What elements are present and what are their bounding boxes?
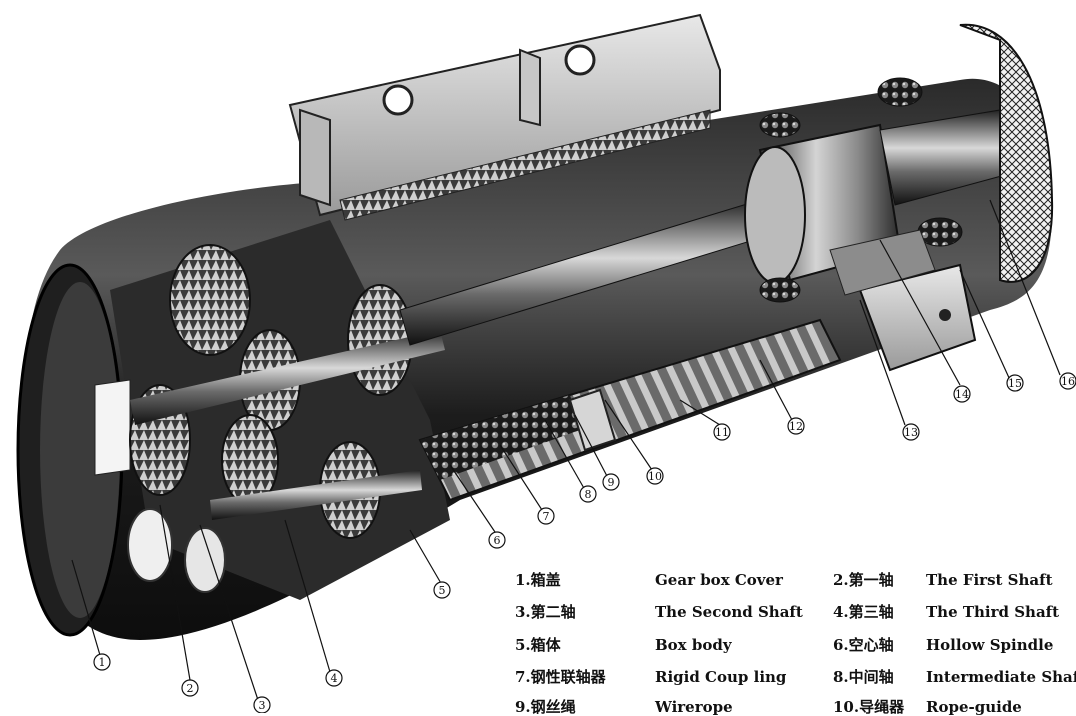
callout-10: 10 bbox=[646, 467, 664, 485]
callout-number: 14 bbox=[955, 388, 969, 401]
callout-number: 10 bbox=[648, 470, 662, 483]
callout-8: 8 bbox=[579, 485, 597, 503]
callout-9: 9 bbox=[602, 473, 620, 491]
callout-number: 1 bbox=[99, 656, 106, 669]
callout-1: 1 bbox=[93, 653, 111, 671]
fan-cover-mesh bbox=[959, 23, 1054, 283]
callout-number: 6 bbox=[494, 534, 501, 547]
callout-14: 14 bbox=[953, 385, 971, 403]
callout-number: 11 bbox=[715, 426, 729, 439]
callout-number: 9 bbox=[608, 476, 615, 489]
callout-11: 11 bbox=[713, 423, 731, 441]
leader-lines bbox=[71, 199, 1061, 701]
callout-5: 5 bbox=[433, 581, 451, 599]
callout-number: 12 bbox=[789, 420, 803, 433]
callout-4: 4 bbox=[325, 669, 343, 687]
callout-7: 7 bbox=[537, 507, 555, 525]
rope-drum bbox=[418, 318, 842, 502]
callout-6: 6 bbox=[488, 531, 506, 549]
callout-number: 4 bbox=[331, 672, 338, 685]
gearbox-interior bbox=[94, 220, 450, 600]
callout-12: 12 bbox=[787, 417, 805, 435]
callout-number: 7 bbox=[543, 510, 550, 523]
callout-15: 15 bbox=[1006, 374, 1024, 392]
callout-number: 15 bbox=[1008, 377, 1022, 390]
callout-number: 13 bbox=[904, 426, 918, 439]
callout-2: 2 bbox=[181, 679, 199, 697]
motor-rotor bbox=[744, 77, 1006, 303]
callout-number: 16 bbox=[1061, 375, 1075, 388]
gear-box-cover bbox=[288, 13, 721, 221]
callout-number: 5 bbox=[439, 584, 446, 597]
callout-3: 3 bbox=[253, 696, 271, 713]
callout-number: 8 bbox=[585, 488, 592, 501]
callout-number: 2 bbox=[187, 682, 194, 695]
callout-16: 16 bbox=[1059, 372, 1076, 390]
callout-number: 3 bbox=[259, 699, 266, 712]
rope-guide-block bbox=[829, 229, 977, 372]
callout-13: 13 bbox=[902, 423, 920, 441]
